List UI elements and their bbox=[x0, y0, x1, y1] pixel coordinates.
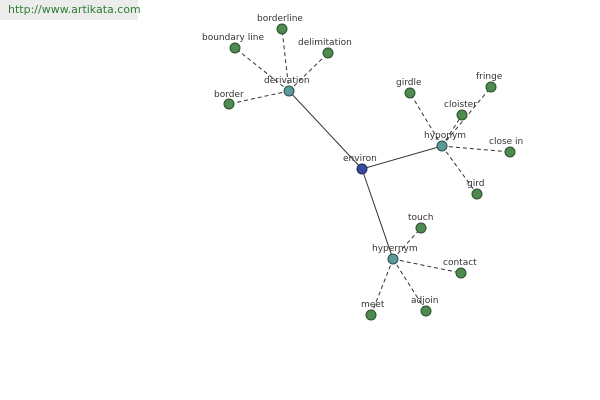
node-label-touch[interactable]: touch bbox=[408, 213, 433, 223]
node-close-in[interactable]: close in bbox=[489, 137, 523, 158]
node-dot-meet[interactable] bbox=[365, 309, 377, 321]
node-fringe[interactable]: fringe bbox=[476, 72, 503, 93]
node-dot-girdle[interactable] bbox=[404, 87, 416, 99]
node-touch[interactable]: touch bbox=[408, 213, 433, 234]
edge-derivation-boundary-line bbox=[234, 47, 290, 92]
node-dot-adjoin[interactable] bbox=[420, 305, 432, 317]
node-label-delimitation[interactable]: delimitation bbox=[298, 38, 352, 48]
node-hypernym[interactable]: hypernym bbox=[372, 244, 418, 265]
node-dot-environ[interactable] bbox=[356, 163, 368, 175]
edge-environ-hypernym bbox=[361, 168, 394, 260]
edge-hypernym-contact bbox=[392, 258, 462, 274]
node-label-hypernym[interactable]: hypernym bbox=[372, 244, 418, 254]
node-dot-derivation[interactable] bbox=[283, 85, 295, 97]
node-label-environ[interactable]: environ bbox=[343, 154, 377, 164]
node-label-close-in[interactable]: close in bbox=[489, 137, 523, 147]
node-label-border[interactable]: border bbox=[214, 90, 244, 100]
node-environ[interactable]: environ bbox=[343, 154, 377, 175]
edge-environ-derivation bbox=[288, 90, 363, 170]
node-dot-hypernym[interactable] bbox=[387, 253, 399, 265]
node-dot-contact[interactable] bbox=[455, 267, 467, 279]
node-label-fringe[interactable]: fringe bbox=[476, 72, 503, 82]
node-label-girdle[interactable]: girdle bbox=[396, 78, 422, 88]
node-label-boundary-line[interactable]: boundary line bbox=[202, 33, 264, 43]
node-label-contact[interactable]: contact bbox=[443, 258, 477, 268]
edge-hyponym-girdle bbox=[409, 92, 443, 147]
edge-derivation-delimitation bbox=[288, 52, 329, 92]
node-dot-close-in[interactable] bbox=[504, 146, 516, 158]
node-dot-delimitation[interactable] bbox=[322, 47, 334, 59]
graph-nodes: environ derivation hyponym hypernym borderli… bbox=[202, 14, 523, 321]
edge-hyponym-cloister bbox=[441, 114, 463, 147]
node-delimitation[interactable]: delimitation bbox=[298, 38, 352, 59]
edge-hyponym-close-in bbox=[441, 145, 511, 153]
node-dot-fringe[interactable] bbox=[485, 81, 497, 93]
node-label-cloister[interactable]: cloister bbox=[444, 100, 477, 110]
node-label-borderline[interactable]: borderline bbox=[257, 14, 303, 24]
node-dot-hyponym[interactable] bbox=[436, 140, 448, 152]
node-contact[interactable]: contact bbox=[443, 258, 477, 279]
node-boundary-line[interactable]: boundary line bbox=[202, 33, 264, 54]
node-girdle[interactable]: girdle bbox=[396, 78, 422, 99]
source-url[interactable]: http://www.artikata.com bbox=[0, 0, 141, 20]
node-derivation[interactable]: derivation bbox=[264, 76, 310, 97]
node-label-gird[interactable]: gird bbox=[467, 179, 484, 189]
node-dot-touch[interactable] bbox=[415, 222, 427, 234]
node-gird[interactable]: gird bbox=[467, 179, 484, 200]
node-dot-boundary-line[interactable] bbox=[229, 42, 241, 54]
edge-hypernym-adjoin bbox=[392, 258, 427, 312]
edge-hypernym-meet bbox=[370, 258, 394, 316]
node-cloister[interactable]: cloister bbox=[444, 100, 477, 121]
node-label-derivation[interactable]: derivation bbox=[264, 76, 310, 86]
node-meet[interactable]: meet bbox=[361, 300, 385, 321]
node-dot-borderline[interactable] bbox=[276, 23, 288, 35]
edge-hyponym-gird bbox=[441, 145, 478, 195]
edge-derivation-border bbox=[228, 90, 290, 105]
node-label-adjoin[interactable]: adjoin bbox=[411, 296, 438, 306]
edge-derivation-borderline bbox=[281, 28, 290, 92]
node-dot-gird[interactable] bbox=[471, 188, 483, 200]
node-adjoin[interactable]: adjoin bbox=[411, 296, 438, 317]
graph-edges bbox=[228, 28, 511, 316]
node-borderline[interactable]: borderline bbox=[257, 14, 303, 35]
node-border[interactable]: border bbox=[214, 90, 244, 110]
node-hyponym[interactable]: hyponym bbox=[424, 131, 466, 152]
edge-environ-hyponym bbox=[361, 145, 443, 170]
node-dot-cloister[interactable] bbox=[456, 109, 468, 121]
node-label-meet[interactable]: meet bbox=[361, 300, 385, 310]
node-label-hyponym[interactable]: hyponym bbox=[424, 131, 466, 141]
node-dot-border[interactable] bbox=[223, 98, 235, 110]
